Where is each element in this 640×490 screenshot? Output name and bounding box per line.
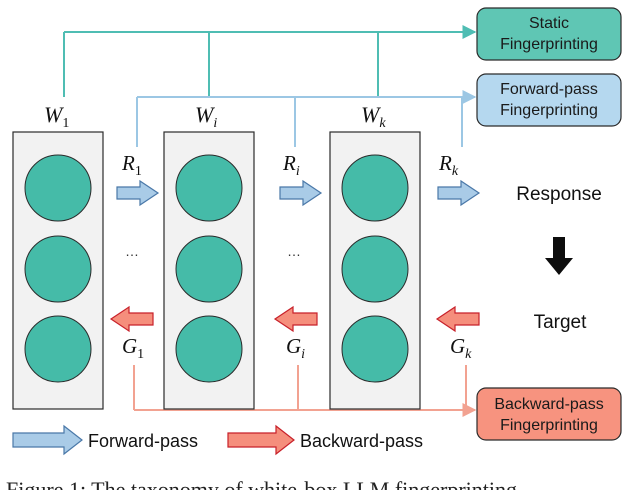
- legend: Forward-pass Backward-pass: [12, 424, 423, 456]
- neuron: [175, 235, 243, 303]
- neuron: [24, 154, 92, 222]
- representation-label-rk: Rk: [438, 151, 459, 179]
- weight-label-w1: W1: [44, 102, 69, 131]
- weight-label-wi: Wi: [195, 102, 217, 131]
- forward-fingerprinting-box: Forward-pass Fingerprinting: [476, 73, 622, 127]
- forward-connector: [136, 90, 477, 147]
- gradient-label-g1: G1: [122, 334, 144, 362]
- backward-arrow: [435, 305, 480, 333]
- neuron: [341, 235, 409, 303]
- backward-arrow: [273, 305, 318, 333]
- static-connector: [63, 25, 477, 97]
- static-box-line1: Static: [529, 15, 569, 32]
- representation-label-r1: R1: [121, 151, 142, 179]
- ellipsis-2: …: [287, 243, 301, 259]
- backward-box-line1: Backward-pass: [494, 396, 603, 413]
- legend-forward-label: Forward-pass: [88, 431, 198, 451]
- layer-i: [163, 131, 255, 410]
- static-box-line2: Fingerprinting: [500, 36, 598, 53]
- target-label: Target: [534, 312, 588, 333]
- legend-backward-label: Backward-pass: [300, 431, 423, 451]
- forward-arrow: [437, 179, 481, 207]
- layer-1: [12, 131, 104, 410]
- backward-connector: [133, 365, 477, 417]
- backward-arrow: [109, 305, 154, 333]
- layer-k: [329, 131, 421, 410]
- response-label: Response: [516, 184, 602, 205]
- neuron: [175, 154, 243, 222]
- legend-forward-arrow: [12, 424, 83, 456]
- static-fingerprinting-box: Static Fingerprinting: [476, 7, 622, 61]
- neuron: [24, 315, 92, 383]
- neuron: [24, 235, 92, 303]
- neuron: [175, 315, 243, 383]
- forward-box-line2: Fingerprinting: [500, 102, 598, 119]
- gradient-label-gi: Gi: [286, 334, 305, 362]
- forward-box-line1: Forward-pass: [500, 81, 598, 98]
- forward-arrow: [116, 179, 160, 207]
- representation-label-ri: Ri: [282, 151, 300, 179]
- backward-box-line2: Fingerprinting: [500, 417, 598, 434]
- legend-backward-arrow: [227, 424, 295, 456]
- ellipsis-1: …: [125, 243, 139, 259]
- neuron: [341, 315, 409, 383]
- forward-arrow: [279, 179, 323, 207]
- down-arrow-icon: [545, 237, 573, 275]
- neuron: [341, 154, 409, 222]
- backward-fingerprinting-box: Backward-pass Fingerprinting: [476, 387, 622, 441]
- weight-label-wk: Wk: [361, 102, 386, 131]
- gradient-label-gk: Gk: [450, 334, 472, 362]
- figure-caption: Figure 1: The taxonomy of white-box LLM …: [6, 477, 517, 490]
